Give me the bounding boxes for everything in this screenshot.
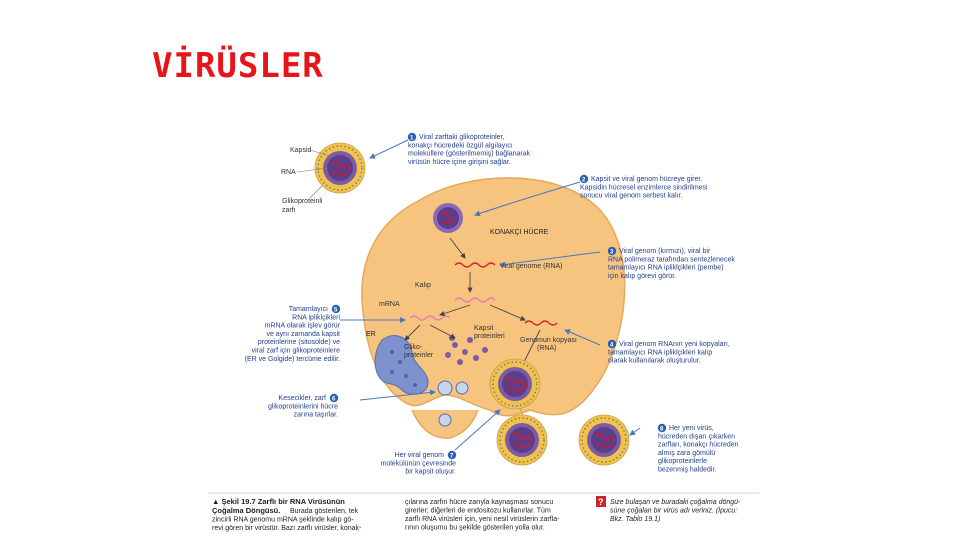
- step-6-line: glikoproteinlerini hücre: [268, 403, 338, 410]
- step-7-line: bir kapsit oluşur.: [405, 469, 456, 476]
- cap-col2-line: zarflı RNA virüsleri için, yeni nesil vi…: [405, 516, 560, 523]
- label-zarfi: zarfı: [282, 207, 296, 214]
- cap-col1-line: zincirli RNA genomu mRNA şeklinde kalıp …: [212, 517, 354, 524]
- cap-col2-line: girerler; diğerleri de endositozu kullan…: [405, 508, 551, 515]
- step-5-line: RNA ipliklçikleri: [292, 314, 340, 321]
- caption-title-1: ▲ Şekil 19.7 Zarflı bir RNA Virüsünün: [212, 497, 345, 506]
- label-kapsit-1: Kapsit: [474, 325, 494, 332]
- step-1-line: konakçı hücredeki özgül algılayıcı: [408, 142, 513, 149]
- cap-col3-line: Size bulaşan ve buradaki çoğalma döngü-: [610, 499, 741, 506]
- step-8-line: hücreden dışarı çıkarken: [658, 433, 735, 440]
- label-kapsid: Kapsid: [290, 147, 312, 154]
- step-5-line: proteinlerine (sitosolde) ve: [258, 339, 340, 346]
- step-7-line: molekülünün çevresinde: [381, 460, 457, 467]
- step-8-line: Her yeni virüs,: [669, 425, 714, 432]
- cap-col1-line: revi gören bir virüstür. Bazı zarflı vir…: [212, 525, 362, 532]
- budding-virion: [490, 359, 540, 409]
- step-8-line: bezenmiş haldedir.: [658, 467, 716, 474]
- step-5-line: Tamamlayıcı: [289, 306, 328, 313]
- step-4-line: olarak kullanılarak oluşturulur.: [608, 358, 701, 365]
- caption-title-2: Çoğalma Döngüsü.: [212, 506, 280, 515]
- label-kalip: Kalıp: [415, 282, 431, 289]
- step-1-line: moleküllere (gösterilmemiş) bağlanarak: [408, 151, 531, 158]
- label-er: ER: [366, 331, 376, 338]
- label-konakci-hucre: KONAKÇI HÜCRE: [490, 228, 549, 236]
- caption-col-2: çılarına zarfın hücre zarıyla kaynaşması…: [405, 499, 560, 532]
- step-1-line: Viral zarftaki glikoproteinler,: [419, 134, 505, 141]
- label-kapsit-2: proteinleri: [474, 333, 505, 340]
- step-7-line: Her viral genom: [395, 452, 445, 459]
- cap-col2-line: çılarına zarfın hücre zarıyla kaynaşması…: [405, 499, 553, 506]
- question-badge-text: ?: [598, 497, 604, 507]
- step-3-line: için kalıp görevi görür.: [608, 273, 676, 280]
- step-8-line: glikoproteinlerle: [658, 458, 707, 465]
- cap-col2-line: rının oluşumu bu şekilde gösterilen yoll…: [405, 525, 545, 532]
- step-5-line: mRNA olarak işlev görür: [265, 323, 341, 330]
- cap-col1-line: Burada gösterilen, tek: [290, 508, 359, 515]
- caption-col-3: Size bulaşan ve buradaki çoğalma döngü-s…: [610, 499, 741, 523]
- label-glikop-1: Gliko-: [404, 344, 423, 351]
- step-5-line: viral zarf için glikoproteinlere: [252, 348, 340, 355]
- step-3-line: tamamlayıcı RNA ipliklçikleri (pembe): [608, 265, 724, 272]
- new-virion-2: [579, 415, 629, 465]
- label-genom-kopya-2: (RNA): [537, 345, 556, 352]
- step-2-line: Kapsit ve viral genom hücreye girer.: [591, 176, 702, 183]
- label-glikoproteinli: Glikoproteinli: [282, 198, 323, 205]
- virion-outside: [315, 143, 365, 193]
- step-8-line: almış zara gömülü: [658, 450, 715, 457]
- capsid-entering: [433, 203, 463, 233]
- cap-col3-line: süne çoğalan bir virüs adı veriniz. (İpu…: [610, 507, 737, 515]
- step-2-line: Kapsidin hücresel enzimlerce sindirilmes…: [580, 184, 708, 191]
- step-5-line: ve aynı zamanda kapsit: [266, 331, 340, 338]
- step-6-line: Kesecikler, zarf: [279, 395, 327, 402]
- step-4-line: tamamlayıcı RNA ipliklçikleri kalıp: [608, 349, 712, 356]
- step-2-line: sonucu viral genom serbest kalır.: [580, 193, 682, 200]
- step-6-line: zarına taşırlar.: [294, 412, 338, 419]
- label-rna: RNA: [281, 169, 296, 176]
- step-3-line: Viral genom (kırmızı), viral bir: [619, 248, 711, 255]
- step-4-line: Viral genom RNAnın yeni kopyaları,: [619, 341, 730, 348]
- cap-col3-line: Bkz. Tablo 19.1): [610, 516, 660, 523]
- new-virion-1: [497, 415, 547, 465]
- step-3-line: RNA polimeraz tarafından sentezlenecek: [608, 256, 735, 263]
- step-1-line: virüsün hücre içine girişini sağlar.: [408, 159, 511, 166]
- step-8-line: zarfları, konakçı hücreden: [658, 442, 739, 449]
- step-5-line: (ER ve Golgide) tercüme edilir.: [245, 356, 340, 363]
- label-genom-kopya-1: Genomun kopyası: [520, 337, 577, 344]
- label-viral-genome: Viral genome (RNA): [500, 263, 563, 270]
- label-glikop-2: proteinler: [404, 352, 434, 359]
- label-mrna: mRNA: [379, 301, 400, 308]
